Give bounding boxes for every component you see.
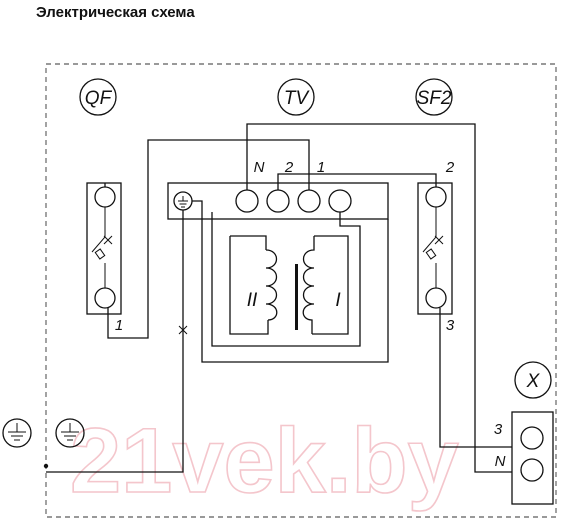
qf-contact <box>91 207 106 288</box>
sf2-cross <box>434 235 444 245</box>
enclosure-outline <box>45 63 557 518</box>
earth-symbols <box>2 418 85 448</box>
x-label: X <box>514 361 552 399</box>
qf-label: QF <box>79 78 117 116</box>
wire-ground <box>46 210 184 473</box>
sf2-circle <box>415 78 453 116</box>
x-block-body <box>511 411 554 505</box>
qf-body <box>86 182 122 315</box>
tv-terminal-4 <box>328 189 352 213</box>
winding-ii-bottom-lead <box>229 236 269 335</box>
tv-label: TV <box>277 78 315 116</box>
ground-cross <box>178 325 188 335</box>
earth-icon-1 <box>8 423 26 441</box>
pin-label-tv-1: 1 <box>317 159 325 176</box>
tv-terminal-1 <box>297 189 321 213</box>
x-terminal-n <box>520 458 544 482</box>
ground-junction <box>43 463 49 469</box>
pin-label-tv-n: N <box>254 159 265 176</box>
sf2-label: SF2 <box>415 78 453 116</box>
qf-terminal-bottom <box>94 287 116 309</box>
winding-i-label: I <box>335 290 341 311</box>
earth-circle-2 <box>55 418 85 448</box>
wire-n-to-x <box>246 123 512 473</box>
sf2-body <box>417 182 453 315</box>
wiring <box>43 123 512 473</box>
wire-tv1-to-qf <box>107 139 310 339</box>
sf2-breaker <box>417 182 453 315</box>
sf2-contact <box>422 207 437 288</box>
earth-icon-2 <box>61 423 79 441</box>
winding-i-leads <box>312 235 349 335</box>
sf2-latch <box>425 248 437 260</box>
tv-text: TV <box>284 88 311 109</box>
x-terminal-3 <box>520 426 544 450</box>
tv-terminal-2 <box>266 189 290 213</box>
tv-terminal-n <box>235 189 259 213</box>
page-title: Электрическая схема <box>36 4 195 21</box>
transformer-core <box>295 264 298 330</box>
pin-label-sf2-top: 2 <box>445 159 455 176</box>
tv-transformer: II I <box>229 235 349 335</box>
pin-label-sf2-bottom: 3 <box>446 317 455 334</box>
tv-circle <box>277 78 315 116</box>
tv-ground-icon <box>178 196 188 208</box>
x-text: X <box>526 371 541 392</box>
pin-label-x-n: N <box>495 453 506 470</box>
sf2-terminal-top <box>425 186 447 208</box>
winding-ii-label: II <box>247 290 258 311</box>
sf2-text: SF2 <box>417 88 452 109</box>
x-circle <box>514 361 552 399</box>
wire-sf2-to-x <box>439 308 512 448</box>
qf-text: QF <box>85 88 113 109</box>
qf-cross <box>103 235 113 245</box>
wire-tv2-to-sf2 <box>277 173 437 190</box>
watermark: 21vek.by <box>70 410 459 512</box>
x-terminal-block <box>511 411 554 505</box>
pin-label-x-3: 3 <box>494 421 503 438</box>
wire-frame-outer <box>192 200 389 363</box>
sf2-terminal-bottom <box>425 287 447 309</box>
winding-i-coil <box>302 236 315 334</box>
earth-circle-1 <box>2 418 32 448</box>
pin-label-qf-bottom: 1 <box>115 317 123 334</box>
pin-label-tv-2: 2 <box>284 159 294 176</box>
winding-ii-top-lead <box>230 235 267 250</box>
qf-breaker <box>86 182 122 315</box>
qf-latch <box>94 248 106 260</box>
winding-ii-coil <box>265 249 278 321</box>
wire-frame-inner <box>211 212 361 347</box>
qf-terminal-top <box>94 186 116 208</box>
qf-circle <box>79 78 117 116</box>
